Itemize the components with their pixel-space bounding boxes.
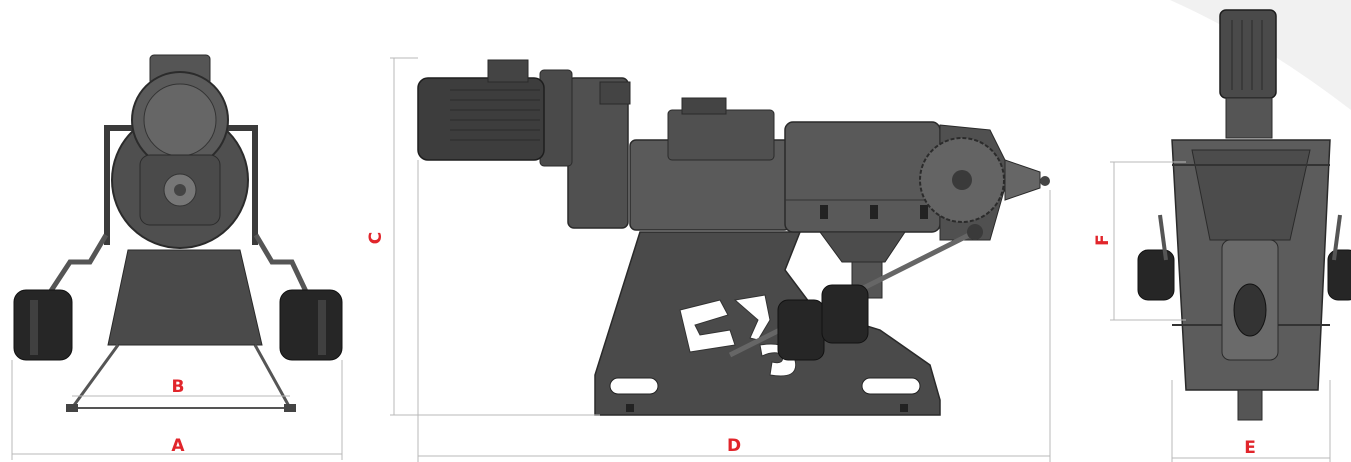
- side-logo-cutout-e: [679, 299, 736, 353]
- front-body-hopper: [107, 249, 263, 346]
- side-motor-flange: [539, 69, 573, 167]
- side-dimensions: [390, 57, 1051, 462]
- top-discharge-opening: [1233, 283, 1267, 337]
- front-weight-right-slot: [318, 300, 326, 355]
- side-foot-right: [900, 404, 908, 412]
- side-view: [417, 59, 1050, 416]
- front-foot-right: [284, 404, 296, 412]
- front-weight-right: [279, 289, 343, 361]
- side-outlet-tip: [1040, 176, 1050, 186]
- top-inlet: [1191, 149, 1311, 241]
- side-bolt-2: [870, 205, 878, 219]
- front-dimensions: [11, 360, 343, 460]
- side-discharge-funnel: [819, 231, 906, 263]
- front-weight-left-slot: [30, 300, 38, 355]
- front-foot-left: [66, 404, 78, 412]
- corner-watermark: [1170, 0, 1351, 110]
- dimension-label-c: C: [366, 232, 386, 244]
- top-outlet: [1237, 389, 1263, 421]
- front-motor-face: [143, 83, 217, 157]
- top-weight-left: [1137, 249, 1175, 301]
- side-weight-left: [777, 299, 825, 361]
- side-gear-hub: [952, 170, 972, 190]
- front-arm-left: [42, 233, 109, 302]
- side-gearbox-cap: [599, 81, 631, 105]
- front-frame-right: [252, 125, 258, 245]
- side-bolt-1: [820, 205, 828, 219]
- side-foot-left: [626, 404, 634, 412]
- side-motor-terminal-box: [487, 59, 529, 83]
- side-weight-right: [821, 284, 869, 344]
- front-leg-left: [70, 344, 120, 409]
- side-screen-cylinder: [784, 121, 941, 233]
- side-bolt-3: [920, 205, 928, 219]
- dimension-label-e: E: [1244, 438, 1256, 458]
- dimension-label-d: D: [727, 436, 741, 456]
- dimension-label-a: A: [171, 436, 185, 456]
- front-frame-left: [104, 125, 110, 245]
- front-leg-right: [253, 344, 292, 409]
- front-shaft-center: [174, 184, 186, 196]
- front-view: [13, 54, 343, 412]
- side-slot-right: [861, 377, 921, 395]
- side-outlet-cone: [1004, 159, 1041, 201]
- side-slot-left: [609, 377, 659, 395]
- side-inlet-top: [667, 109, 775, 161]
- front-arm-right: [253, 233, 313, 302]
- top-dimensions: [1110, 161, 1331, 462]
- top-gearbox: [1225, 97, 1273, 139]
- front-weight-left: [13, 289, 73, 361]
- top-motor: [1219, 9, 1277, 99]
- dimension-label-b: B: [172, 377, 185, 397]
- top-weight-right: [1327, 249, 1351, 301]
- side-lever-pivot: [967, 224, 983, 240]
- dimension-label-f: F: [1093, 234, 1113, 246]
- top-view: [1137, 9, 1351, 421]
- side-inlet-flange: [681, 97, 727, 115]
